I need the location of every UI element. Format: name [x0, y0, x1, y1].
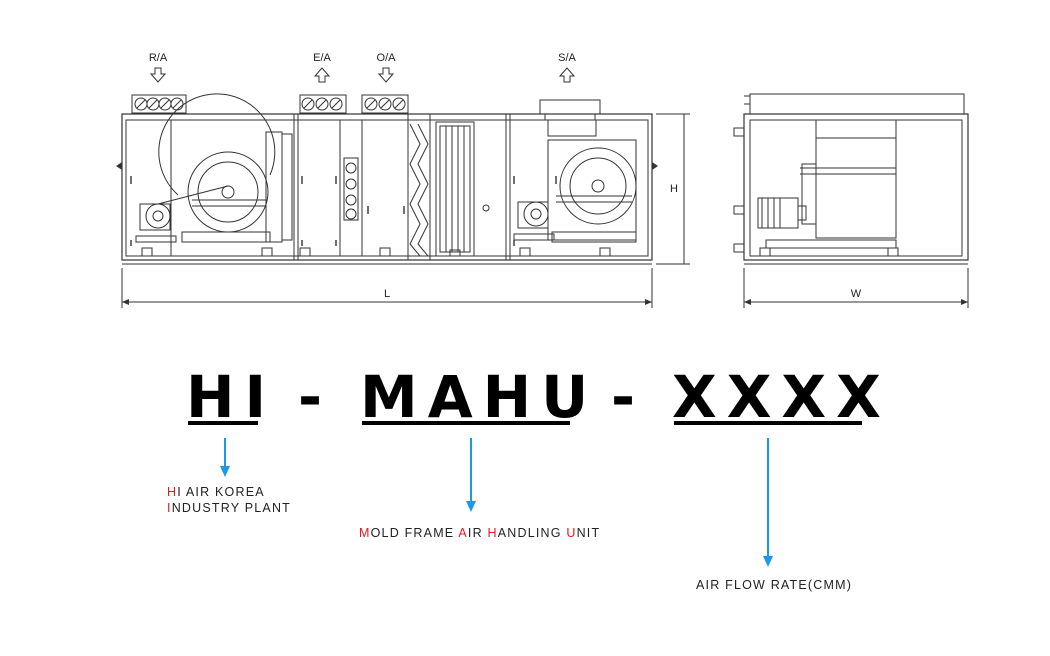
desc-hi-line-1: HI AIR KOREA	[167, 485, 265, 499]
code-separator-1: -	[298, 363, 323, 431]
ea-damper	[299, 94, 347, 114]
length-dimension: L	[121, 268, 653, 308]
down-arrow-icon	[377, 67, 395, 83]
down-arrow-icon	[220, 466, 230, 477]
desc-mahu: MOLD FRAME AIR HANDLING UNIT	[359, 526, 601, 540]
desc-hi-line-2: INDUSTRY PLANT	[167, 501, 292, 515]
end-view	[733, 93, 969, 265]
return-motor	[135, 185, 229, 243]
right-arrow-icon	[652, 162, 658, 170]
ea-outlet: E/A	[313, 52, 332, 83]
desc-xxxx: AIR FLOW RATE(CMM)	[696, 578, 853, 592]
sa-outlet: S/A	[558, 52, 577, 83]
length-label: L	[384, 288, 390, 300]
desc-hi: HI AIR KOREA INDUSTRY PLANT	[167, 484, 291, 516]
filter-bank	[409, 123, 429, 257]
door-handles	[130, 176, 557, 246]
code-part-hi: HI	[186, 363, 277, 431]
end-motor	[757, 197, 807, 229]
mixing-damper	[343, 157, 359, 221]
arrow-xxxx-line	[767, 438, 769, 558]
down-arrow-icon	[763, 556, 773, 567]
sa-discharge-collar	[539, 99, 601, 121]
code-separator-2: -	[611, 363, 636, 431]
width-dimension: W	[743, 268, 969, 308]
up-arrow-icon	[558, 67, 576, 83]
arrow-mahu-line	[470, 438, 472, 502]
code-underline-mahu	[362, 421, 570, 425]
height-label: H	[670, 183, 678, 195]
coil-section	[435, 121, 490, 257]
supply-fan	[547, 119, 637, 243]
base-feet	[141, 247, 611, 257]
sa-label: S/A	[558, 52, 576, 64]
up-arrow-icon	[313, 67, 331, 83]
code-underline-hi	[188, 421, 258, 425]
ra-inlet: R/A	[149, 52, 168, 83]
air-handling-unit-drawing: R/A E/A O/A S/A	[116, 52, 969, 308]
oa-inlet: O/A	[377, 52, 397, 83]
code-part-mahu: MAHU	[360, 363, 599, 431]
code-part-xxxx: XXXX	[672, 363, 891, 431]
code-underline-xxxx	[674, 421, 862, 425]
width-label: W	[851, 288, 862, 300]
arrow-hi-line	[224, 438, 226, 468]
ea-label: E/A	[313, 52, 331, 64]
oa-damper	[361, 94, 409, 114]
height-dimension: H	[656, 113, 690, 265]
left-arrow-icon	[116, 162, 122, 170]
ra-label: R/A	[149, 52, 168, 64]
return-fan	[158, 93, 293, 243]
side-view	[116, 93, 658, 265]
down-arrow-icon	[149, 67, 167, 83]
down-arrow-icon	[466, 501, 476, 512]
oa-label: O/A	[377, 52, 397, 64]
supply-motor	[513, 201, 555, 241]
ra-damper	[131, 94, 187, 114]
